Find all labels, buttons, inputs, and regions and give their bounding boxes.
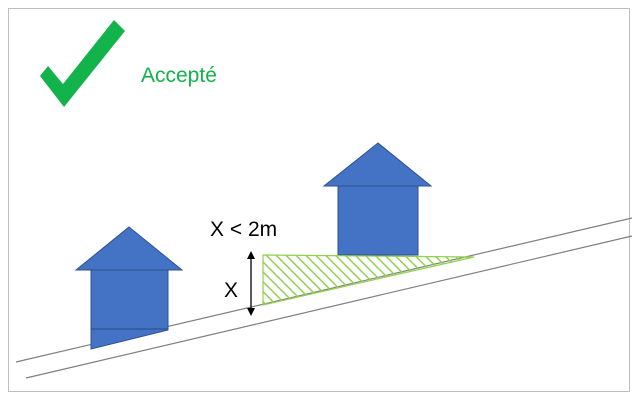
house-left	[74, 226, 184, 350]
ground-line-lower	[25, 235, 633, 379]
dimension-variable-label: X	[224, 279, 239, 302]
house-left-roof	[74, 226, 184, 271]
dimension-arrow-head-bottom	[247, 308, 255, 316]
dimension-arrow-head-top	[247, 251, 255, 259]
fill-triangle	[262, 254, 475, 306]
house-right-roof	[322, 142, 433, 187]
house-right	[322, 142, 433, 256]
dimension-arrow	[247, 251, 255, 316]
house-right-body	[337, 185, 419, 256]
house-left-body	[90, 269, 169, 350]
dimension-constraint-label: X < 2m	[210, 218, 278, 241]
checkmark-icon	[40, 20, 125, 107]
status-label: Accepté	[141, 64, 217, 87]
